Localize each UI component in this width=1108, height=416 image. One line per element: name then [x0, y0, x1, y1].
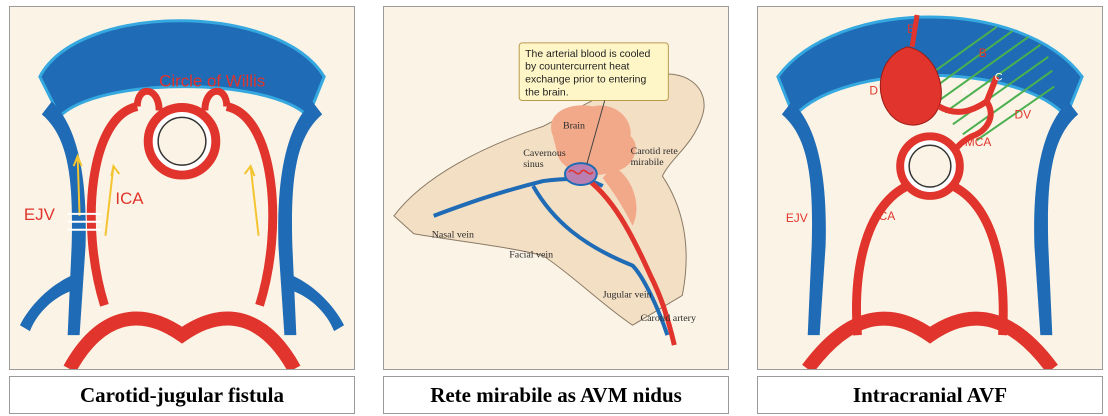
label-e: E: [907, 22, 915, 36]
label-rete-2: mirabile: [631, 157, 665, 168]
caption-panel-1: Carotid-jugular fistula: [9, 376, 355, 414]
callout-line-4: the brain.: [525, 88, 568, 99]
carotid-jugular-diagram: Circle of Willis EJV ICA: [10, 7, 354, 369]
caption-panel-3: Intracranial AVF: [757, 376, 1103, 414]
label-c: C: [995, 72, 1003, 84]
intracranial-avf-diagram: E D A B C DV MCA ICA EJV: [758, 7, 1102, 369]
label-rete-1: Carotid rete: [631, 146, 679, 157]
circle-of-willis-inner: [158, 117, 206, 165]
callout-line-3: exchange prior to entering: [525, 75, 646, 86]
label-ica: ICA: [115, 189, 144, 208]
label-carotid-artery: Carotid artery: [641, 313, 696, 324]
label-mca: MCA: [965, 135, 992, 149]
label-d: D: [869, 84, 878, 98]
panel-intracranial-avf: E D A B C DV MCA ICA EJV: [757, 6, 1103, 370]
label-circle-of-willis: Circle of Willis: [159, 72, 265, 91]
label-facial-vein: Facial vein: [509, 250, 553, 261]
label-ejv: EJV: [24, 205, 56, 224]
label-jugular-vein: Jugular vein: [603, 289, 652, 300]
label-cavernous-1: Cavernous: [523, 148, 566, 159]
rete-mirabile-diagram: The arterial blood is cooled by counterc…: [384, 7, 728, 369]
circle-of-willis-inner: [909, 145, 951, 187]
callout-line-1: The arterial blood is cooled: [525, 49, 650, 60]
label-ejv: EJV: [786, 211, 808, 225]
carotid-rete-mirabile: [565, 163, 597, 185]
panel-rete-mirabile: The arterial blood is cooled by counterc…: [383, 6, 729, 370]
callout-line-2: by countercurrent heat: [525, 62, 629, 73]
label-a: A: [962, 86, 970, 98]
label-b: B: [979, 46, 987, 60]
label-cavernous-2: sinus: [523, 159, 544, 170]
panel-carotid-jugular-fistula: Circle of Willis EJV ICA: [9, 6, 355, 370]
label-nasal-vein: Nasal vein: [432, 230, 474, 241]
label-brain: Brain: [563, 120, 585, 131]
caption-panel-2: Rete mirabile as AVM nidus: [383, 376, 729, 414]
label-dv: DV: [1015, 107, 1032, 121]
label-ica: ICA: [875, 209, 895, 223]
